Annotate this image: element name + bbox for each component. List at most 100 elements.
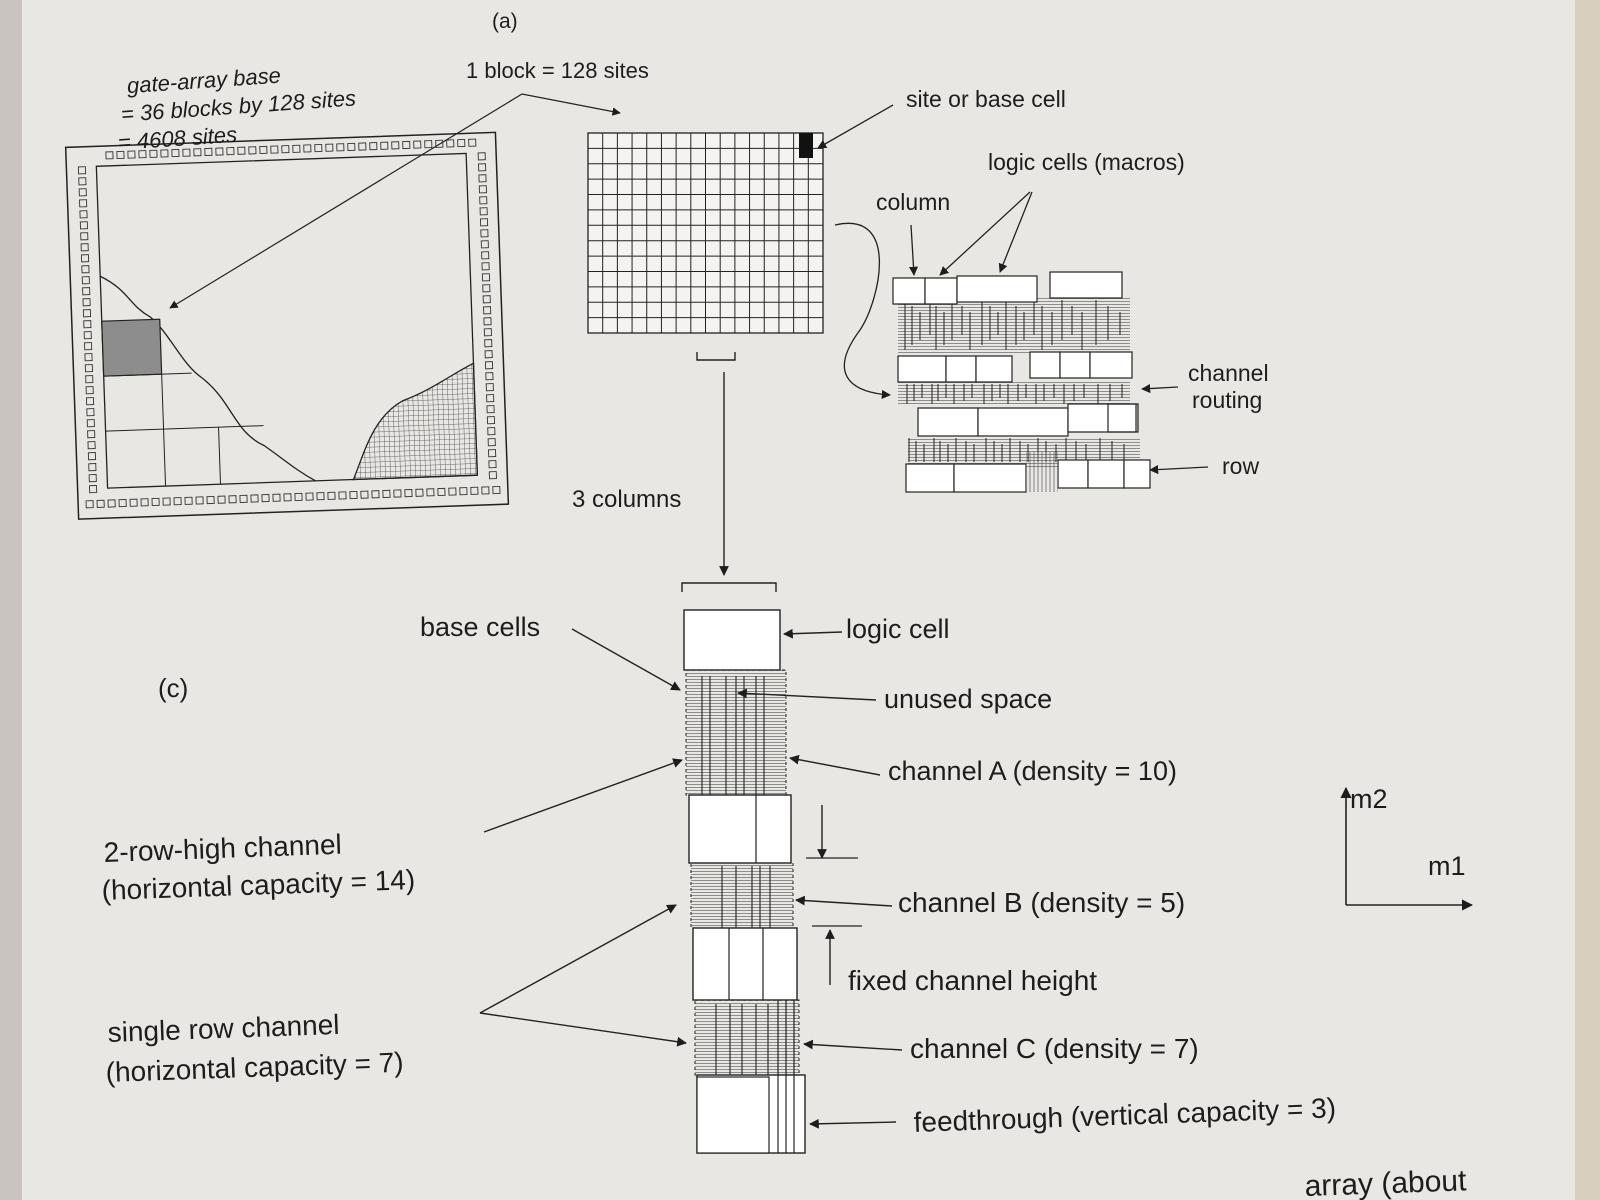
cutaway-boundary: [99, 275, 316, 482]
io-pad: [83, 320, 92, 329]
io-pad: [138, 150, 147, 159]
io-pad: [481, 486, 490, 495]
io-pad: [486, 405, 495, 414]
io-pad: [488, 460, 497, 469]
io-pad: [327, 491, 336, 500]
footer-fragment: array (about: [1304, 1164, 1467, 1200]
io-pad: [338, 491, 347, 500]
logic-cell: [1087, 459, 1125, 489]
m2-label: m2: [1350, 784, 1388, 814]
io-pad: [488, 449, 497, 458]
io-pad: [88, 463, 97, 472]
row-label: row: [1222, 453, 1259, 479]
io-pad: [250, 494, 259, 503]
io-pad: [173, 497, 182, 506]
io-pad: [79, 210, 88, 219]
io-pad: [283, 493, 292, 502]
io-pad: [470, 486, 479, 495]
macro-arrow-1: [939, 191, 1031, 276]
logic-cell: [953, 463, 1027, 493]
channel-routing-label-1: channel: [1188, 360, 1269, 386]
io-pad: [78, 188, 87, 197]
logic-cell-block: [692, 927, 798, 1001]
io-pad: [84, 342, 93, 351]
io-pad: [107, 499, 116, 508]
io-pads-bottom: [85, 485, 501, 509]
column-label: column: [876, 189, 950, 215]
io-pad: [118, 499, 127, 508]
two-row-channel-arrow: [483, 758, 683, 833]
column-detail: [683, 609, 806, 1154]
io-pad: [492, 485, 501, 495]
logic-cell: [1107, 403, 1139, 433]
io-pad: [415, 488, 424, 497]
logic-cell: [905, 463, 955, 493]
io-pad: [486, 394, 495, 403]
io-pad: [184, 496, 193, 505]
io-pad: [96, 499, 105, 508]
io-pad: [484, 339, 493, 348]
io-pad: [87, 430, 96, 439]
unused-space-arrow: [737, 688, 877, 701]
three-columns-bracket-bottom: [681, 582, 777, 592]
channel-a-arrow: [789, 754, 881, 776]
base-cells-arrow: [571, 628, 681, 691]
io-pad: [79, 199, 88, 208]
feedthrough-arrow: [809, 1118, 897, 1129]
io-pad: [272, 493, 281, 502]
routing-vertical-wires: [904, 300, 1125, 462]
io-pad: [485, 372, 494, 381]
io-pad: [85, 500, 94, 509]
io-pad: [228, 495, 237, 504]
block-pointer-line: [169, 93, 621, 309]
io-pad: [483, 328, 492, 337]
fixed-height-label: fixed channel height: [848, 965, 1097, 996]
io-pad: [85, 386, 94, 395]
logic-cell: [1029, 351, 1061, 379]
channel-b-wires: [721, 866, 771, 928]
io-pad: [85, 375, 94, 384]
io-pad: [459, 487, 468, 496]
logic-cell: [1057, 459, 1089, 489]
logic-cell: [945, 355, 977, 383]
io-pad: [437, 487, 446, 497]
io-pad: [86, 408, 95, 417]
logic-cell: [892, 277, 926, 305]
io-pad: [84, 364, 93, 373]
routing-channel-1: [898, 298, 1130, 353]
gate-array-chip: [64, 131, 510, 520]
logic-cell: [1089, 351, 1133, 379]
three-columns-bracket-top: [696, 352, 736, 361]
io-pad: [82, 287, 91, 296]
io-pad: [79, 221, 88, 230]
channel-c-label: channel C (density = 7): [910, 1033, 1199, 1064]
io-pad: [129, 498, 138, 507]
channel-c-wires: [715, 1004, 769, 1075]
channel-a-label: channel A (density = 10): [888, 756, 1177, 786]
base-cell-site: [799, 133, 813, 158]
logic-cell: [956, 275, 1038, 303]
io-pad: [316, 492, 325, 501]
sites-region: [352, 362, 479, 481]
io-pad: [82, 309, 92, 318]
io-pad: [105, 151, 114, 160]
io-pad: [484, 350, 493, 359]
io-pad: [160, 149, 169, 158]
site-pointer: [817, 104, 894, 149]
io-pad: [206, 495, 215, 505]
logic-cell: [1067, 403, 1137, 433]
channel-c-region: [694, 999, 800, 1076]
logic-cells-label: logic cells (macros): [988, 149, 1185, 175]
io-pad: [487, 427, 496, 436]
io-pad: [195, 496, 204, 505]
column-arrow: [908, 224, 919, 276]
base-cells-label: base cells: [420, 612, 540, 642]
selected-block: [101, 318, 163, 377]
channel-b-region: [690, 862, 794, 929]
io-pad: [89, 485, 98, 494]
io-pad: [371, 490, 380, 499]
io-pad: [393, 489, 402, 498]
m1-label: m1: [1428, 851, 1466, 881]
io-pad: [294, 492, 303, 502]
